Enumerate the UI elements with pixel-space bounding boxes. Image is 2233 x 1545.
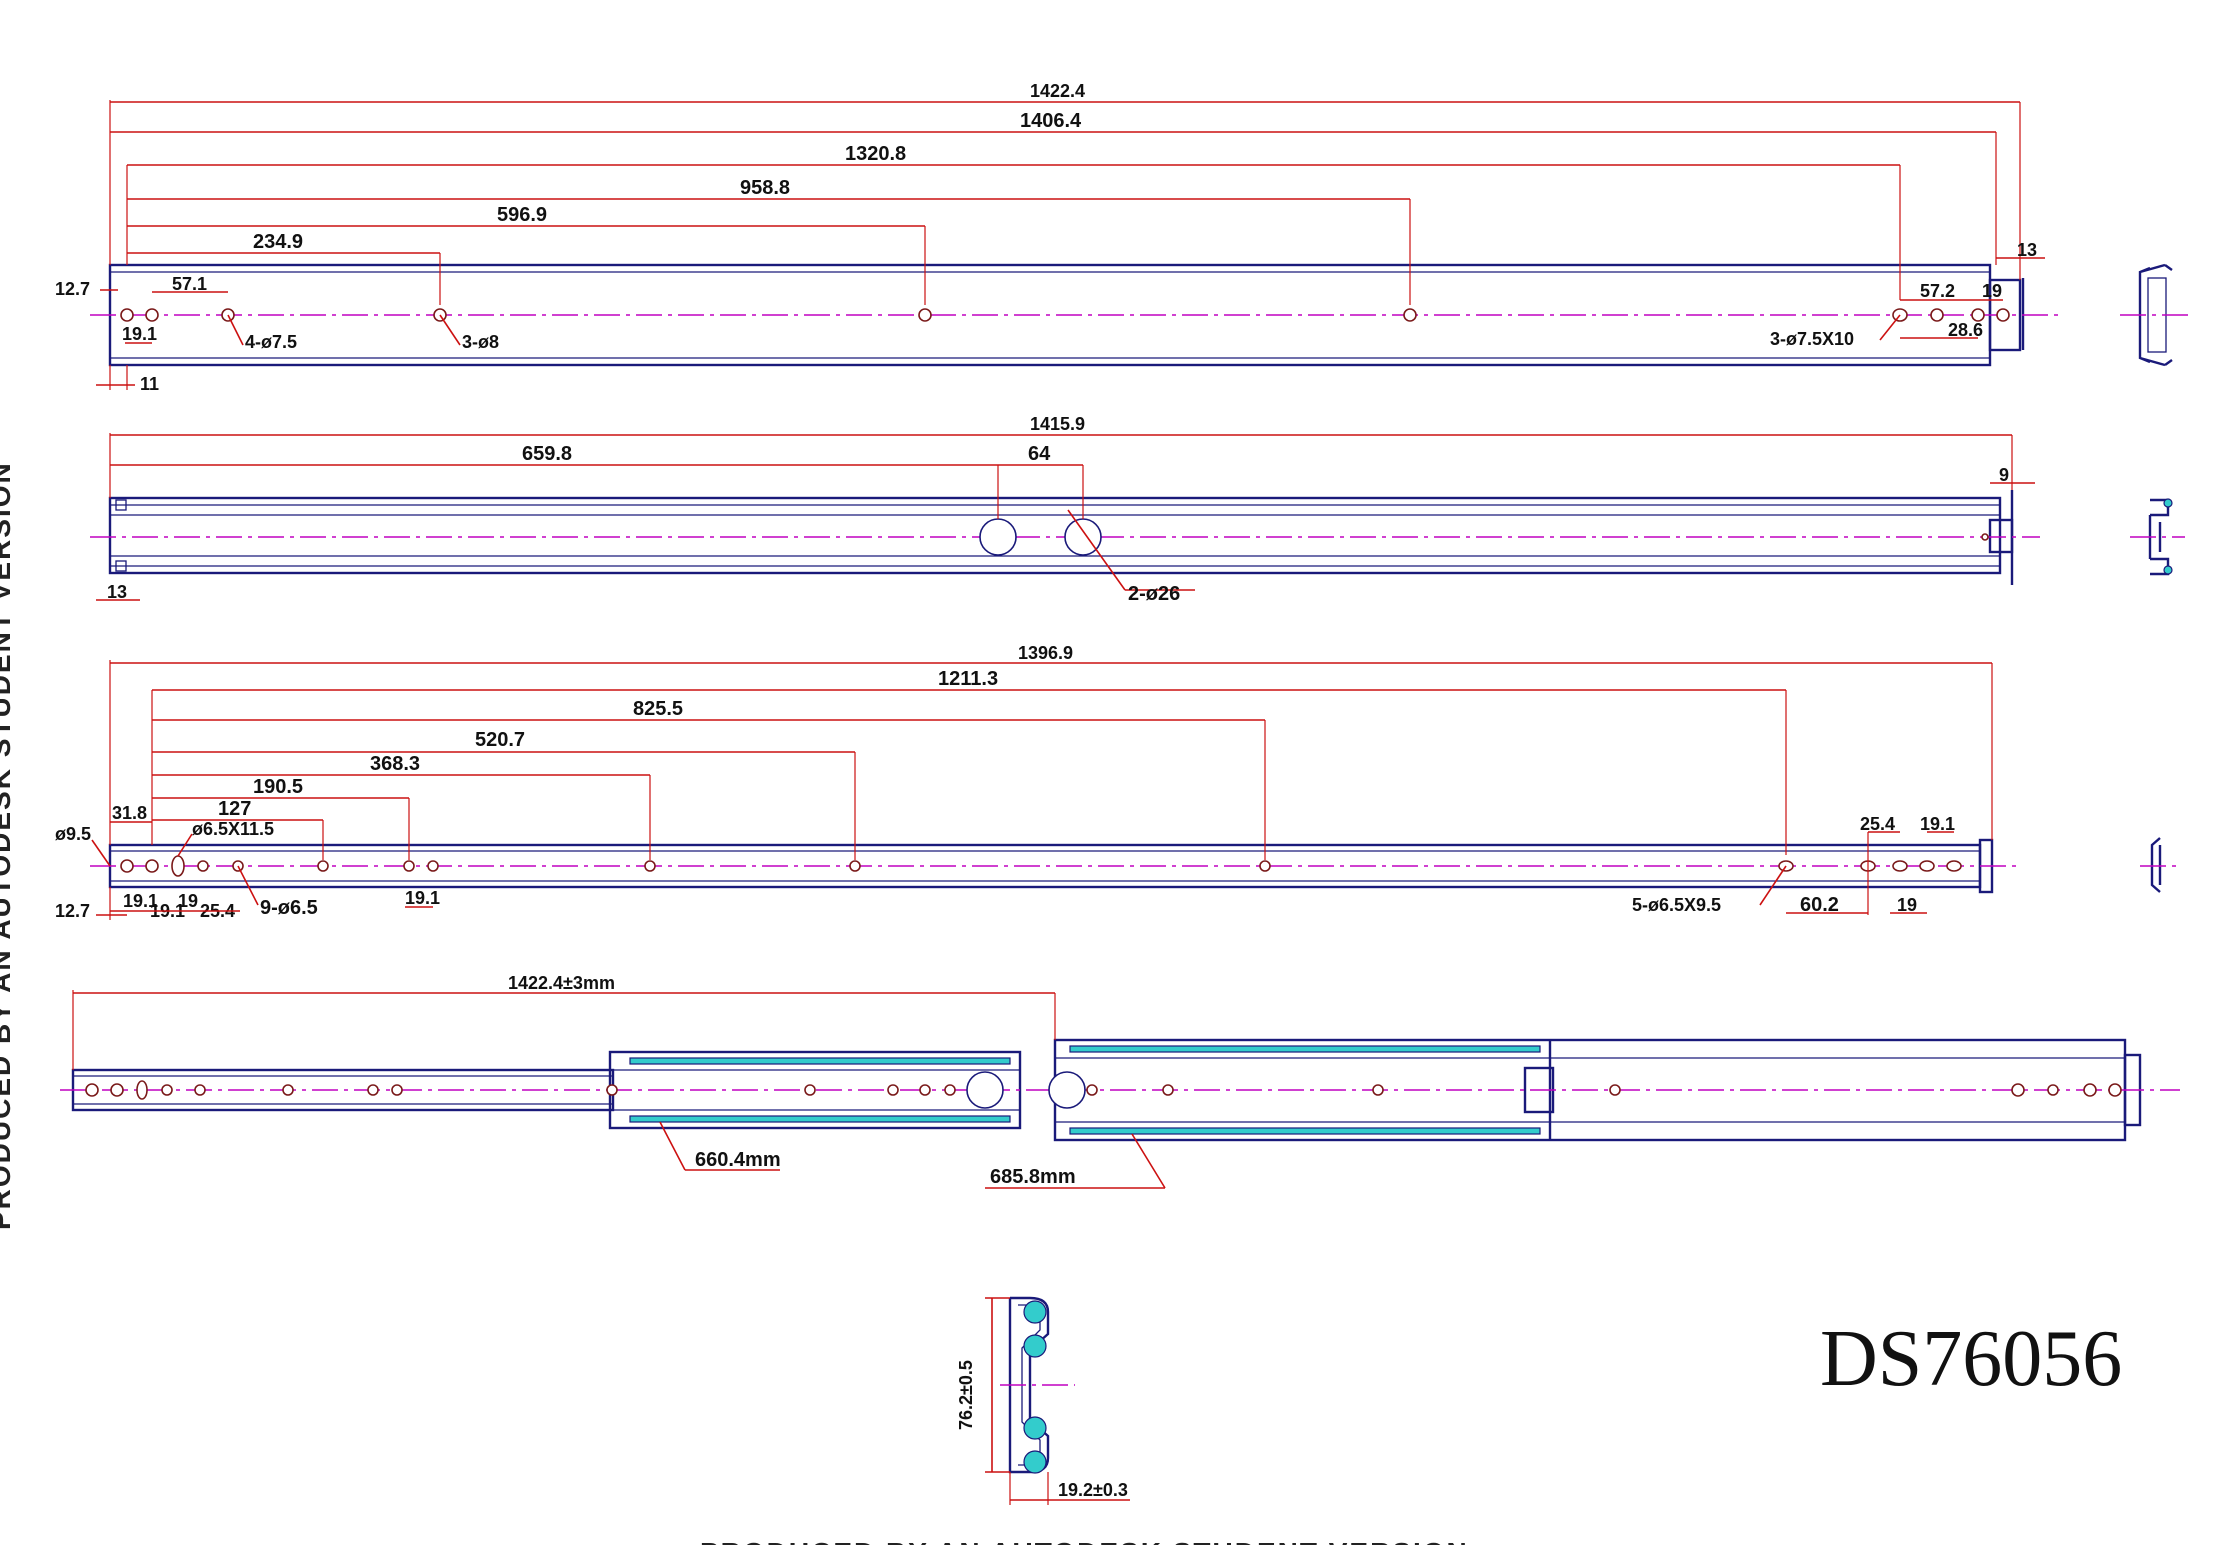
outer-rail-end-profile — [2120, 263, 2190, 367]
dim-1211-3: 1211.3 — [938, 668, 998, 690]
dim-368-3: 368.3 — [370, 753, 420, 775]
dim-1320-8: 1320.8 — [845, 143, 906, 165]
hole — [1996, 308, 2010, 322]
dim-659-8: 659.8 — [522, 443, 572, 465]
callout-4-holes: 4-ø7.5 — [245, 332, 297, 352]
hole — [1971, 308, 1985, 322]
dim-19-1: 19.1 — [122, 324, 157, 344]
extended-assembly-view: 1422.4±3mm 660.4mm 685.8mm — [60, 973, 2180, 1189]
cross-section-view: 76.2±0.5 19.2±0.3 — [956, 1296, 1130, 1505]
side-watermark: PRODUCED BY AN AUTODESK STUDENT VERSION — [0, 461, 16, 1230]
dim-825-5: 825.5 — [633, 698, 683, 720]
dim-28-6: 28.6 — [1948, 320, 1983, 340]
product-code: DS76056 — [1820, 1315, 2122, 1403]
hole — [918, 308, 932, 322]
callout-3-slots: 3-ø7.5X10 — [1770, 329, 1854, 349]
hole — [1930, 308, 1944, 322]
dim-596-9: 596.9 — [497, 204, 547, 226]
middle-rail-end-profile — [2130, 498, 2185, 576]
dim-234-9: 234.9 — [253, 231, 303, 253]
dim-520-7: 520.7 — [475, 729, 525, 751]
middle-rail-view: 1415.9 659.8 64 9 13 2-ø26 — [90, 414, 2185, 605]
dim-31-8: 31.8 — [112, 803, 147, 823]
callout-slot-6-5x11-5: ø6.5X11.5 — [192, 819, 274, 839]
dim-13: 13 — [2017, 240, 2037, 260]
inner-rail-end-profile — [2140, 837, 2180, 893]
callout-5-slots: 5-ø6.5X9.5 — [1632, 895, 1721, 915]
dim-12-7-inner: 12.7 — [55, 901, 90, 921]
dim-12-7: 12.7 — [55, 279, 90, 299]
callout-2-large-holes: 2-ø26 — [1128, 583, 1180, 605]
dim-958-8: 958.8 — [740, 177, 790, 199]
dim-1406-4: 1406.4 — [1020, 110, 1082, 132]
dim-660-4mm: 660.4mm — [695, 1149, 781, 1171]
dim-1422-4: 1422.4 — [1030, 81, 1085, 101]
dim-19: 19 — [1982, 281, 2002, 301]
dim-19-1-c: 19.1 — [405, 888, 440, 908]
dim-11: 11 — [140, 374, 159, 394]
large-hole — [979, 518, 1017, 556]
dim-76-2: 76.2±0.5 — [956, 1360, 976, 1430]
bottom-watermark: PRODUCED BY AN AUTODESK STUDENT VERSION — [700, 1537, 1469, 1545]
dim-127: 127 — [218, 798, 251, 820]
hole — [1981, 533, 1989, 541]
outer-rail-view: 1422.4 1406.4 1320.8 958.8 596.9 234.9 1… — [55, 81, 2190, 394]
dim-19-2: 19.2±0.3 — [1058, 1480, 1128, 1500]
hole — [1403, 308, 1417, 322]
dim-1396-9: 1396.9 — [1018, 643, 1073, 663]
dim-25-4-b: 25.4 — [1860, 814, 1895, 834]
dim-19-1-a: 19.1 — [123, 891, 158, 911]
dim-190-5: 190.5 — [253, 776, 303, 798]
callout-9-holes: 9-ø6.5 — [260, 897, 318, 919]
dim-57-2: 57.2 — [1920, 281, 1955, 301]
dim-19-right: 19 — [1897, 895, 1917, 915]
dim-64: 64 — [1028, 443, 1051, 465]
dim-13-middle: 13 — [107, 582, 127, 602]
dim-19-inner: 19 — [178, 891, 198, 911]
callout-3-holes: 3-ø8 — [462, 332, 499, 352]
middle-rail-body — [108, 496, 2002, 575]
dim-19-1-d: 19.1 — [1920, 814, 1955, 834]
dim-57-1: 57.1 — [172, 274, 207, 294]
dim-60-2: 60.2 — [1800, 894, 1839, 916]
hole — [120, 308, 134, 322]
dim-1422-4-extended: 1422.4±3mm — [508, 973, 615, 993]
dim-1415-9: 1415.9 — [1030, 414, 1085, 434]
dim-9: 9 — [1999, 465, 2009, 485]
hole — [145, 308, 159, 322]
inner-rail-view: 1396.9 1211.3 825.5 520.7 368.3 190.5 12… — [55, 643, 2180, 921]
dim-685-8mm: 685.8mm — [990, 1166, 1076, 1188]
callout-d9-5: ø9.5 — [55, 824, 91, 844]
